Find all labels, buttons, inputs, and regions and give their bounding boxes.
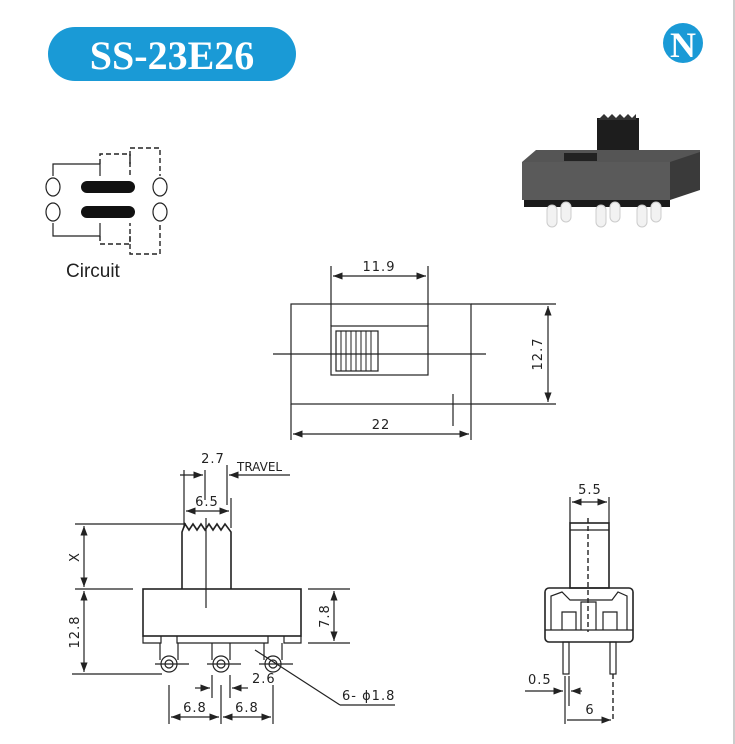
dim-height: 12.7 bbox=[531, 338, 546, 371]
dim-body-height: 7.8 bbox=[318, 604, 333, 628]
product-title: SS-23E26 bbox=[90, 33, 255, 78]
dim-actuator-height: X bbox=[68, 552, 83, 562]
circuit-label: Circuit bbox=[66, 261, 121, 282]
dim-holes: 6- ϕ1.8 bbox=[342, 689, 395, 704]
brand-logo: N bbox=[663, 23, 703, 65]
dim-pin-spacing: 6 bbox=[585, 703, 594, 718]
product-photo bbox=[522, 114, 700, 228]
dim-slider-width: 11.9 bbox=[363, 260, 396, 275]
dim-pitch-left: 6.8 bbox=[183, 701, 207, 716]
side-view-drawing: 5.5 0.5 6 bbox=[525, 483, 634, 724]
top-view-drawing: 11.9 12.7 22 bbox=[273, 260, 556, 440]
dim-width: 22 bbox=[372, 418, 391, 433]
title-badge: SS-23E26 bbox=[48, 27, 296, 81]
dim-travel: 2.7 bbox=[201, 452, 225, 467]
dim-pitch-right: 6.8 bbox=[235, 701, 259, 716]
page-border bbox=[733, 0, 735, 744]
dim-side-actuator-width: 5.5 bbox=[578, 483, 602, 498]
travel-label: TRAVEL bbox=[236, 460, 282, 474]
dim-pin-thickness: 0.5 bbox=[528, 673, 552, 688]
dim-total-height: 12.8 bbox=[68, 616, 83, 649]
circuit-diagram: Circuit bbox=[45, 147, 168, 282]
dim-actuator-width: 6.5 bbox=[195, 495, 219, 510]
front-view-drawing: 2.7 TRAVEL 6.5 X 12.8 7.8 6- ϕ1.8 2.6 bbox=[68, 452, 395, 724]
dim-pin-width: 2.6 bbox=[252, 672, 276, 687]
logo-letter: N bbox=[670, 25, 696, 65]
